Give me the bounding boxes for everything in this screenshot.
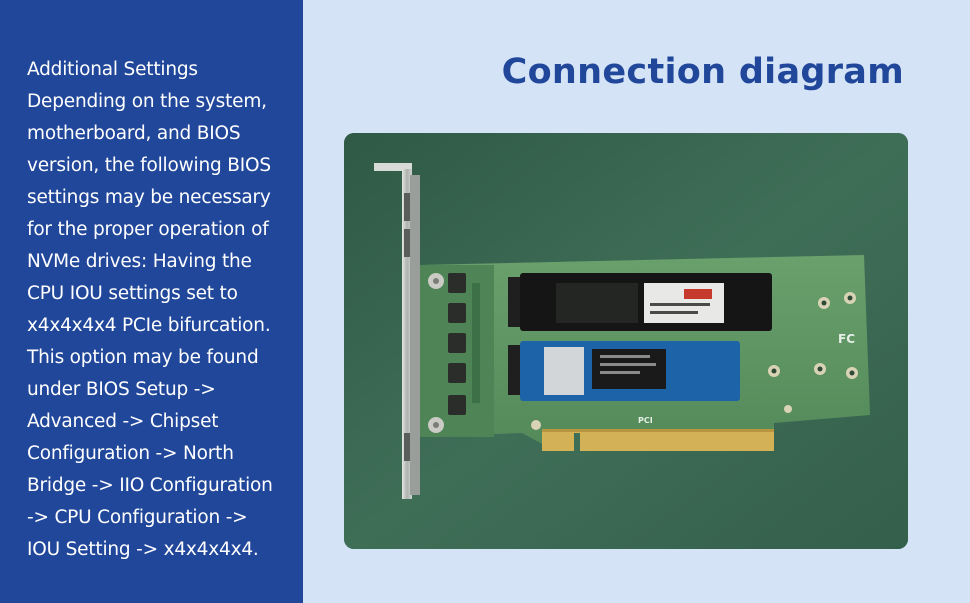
text-line: version, the following BIOS bbox=[27, 155, 271, 176]
fc-marking: FC bbox=[838, 332, 855, 346]
text-line: Depending on the system, bbox=[27, 91, 267, 112]
mount-holes bbox=[531, 292, 858, 430]
pcie-bracket bbox=[374, 163, 420, 499]
product-photo: FC PCI bbox=[344, 133, 908, 549]
text-line: x4x4x4x4 PCIe bifurcation. bbox=[27, 315, 271, 336]
pci-logo-marking: PCI bbox=[638, 416, 653, 425]
text-line: settings may be necessary bbox=[27, 187, 271, 208]
text-line: IOU Setting -> x4x4x4x4. bbox=[27, 539, 259, 560]
board-components bbox=[428, 273, 480, 433]
adapter-card-illustration: FC PCI bbox=[344, 133, 908, 549]
m2-slot-1 bbox=[508, 277, 522, 327]
text-line: Advanced -> Chipset bbox=[27, 411, 219, 432]
bios-settings-text: Additional Settings Depending on the sys… bbox=[27, 54, 289, 566]
pcie-gold-fingers bbox=[542, 429, 774, 451]
text-line: -> CPU Configuration -> bbox=[27, 507, 248, 528]
page-title: Connection diagram bbox=[501, 52, 904, 92]
nvme-ssd-top bbox=[520, 273, 772, 331]
text-line: Additional Settings bbox=[27, 59, 198, 80]
left-info-panel: Additional Settings Depending on the sys… bbox=[0, 0, 303, 603]
text-line: Bridge -> IIO Configuration bbox=[27, 475, 273, 496]
text-line: Configuration -> North bbox=[27, 443, 234, 464]
text-line: This option may be found bbox=[27, 347, 259, 368]
text-line: for the proper operation of bbox=[27, 219, 269, 240]
m2-slot-2 bbox=[508, 345, 522, 395]
text-line: under BIOS Setup -> bbox=[27, 379, 216, 400]
text-line: NVMe drives: Having the bbox=[27, 251, 252, 272]
text-line: CPU IOU settings set to bbox=[27, 283, 238, 304]
nvme-ssd-bottom bbox=[520, 341, 740, 401]
text-line: motherboard, and BIOS bbox=[27, 123, 241, 144]
